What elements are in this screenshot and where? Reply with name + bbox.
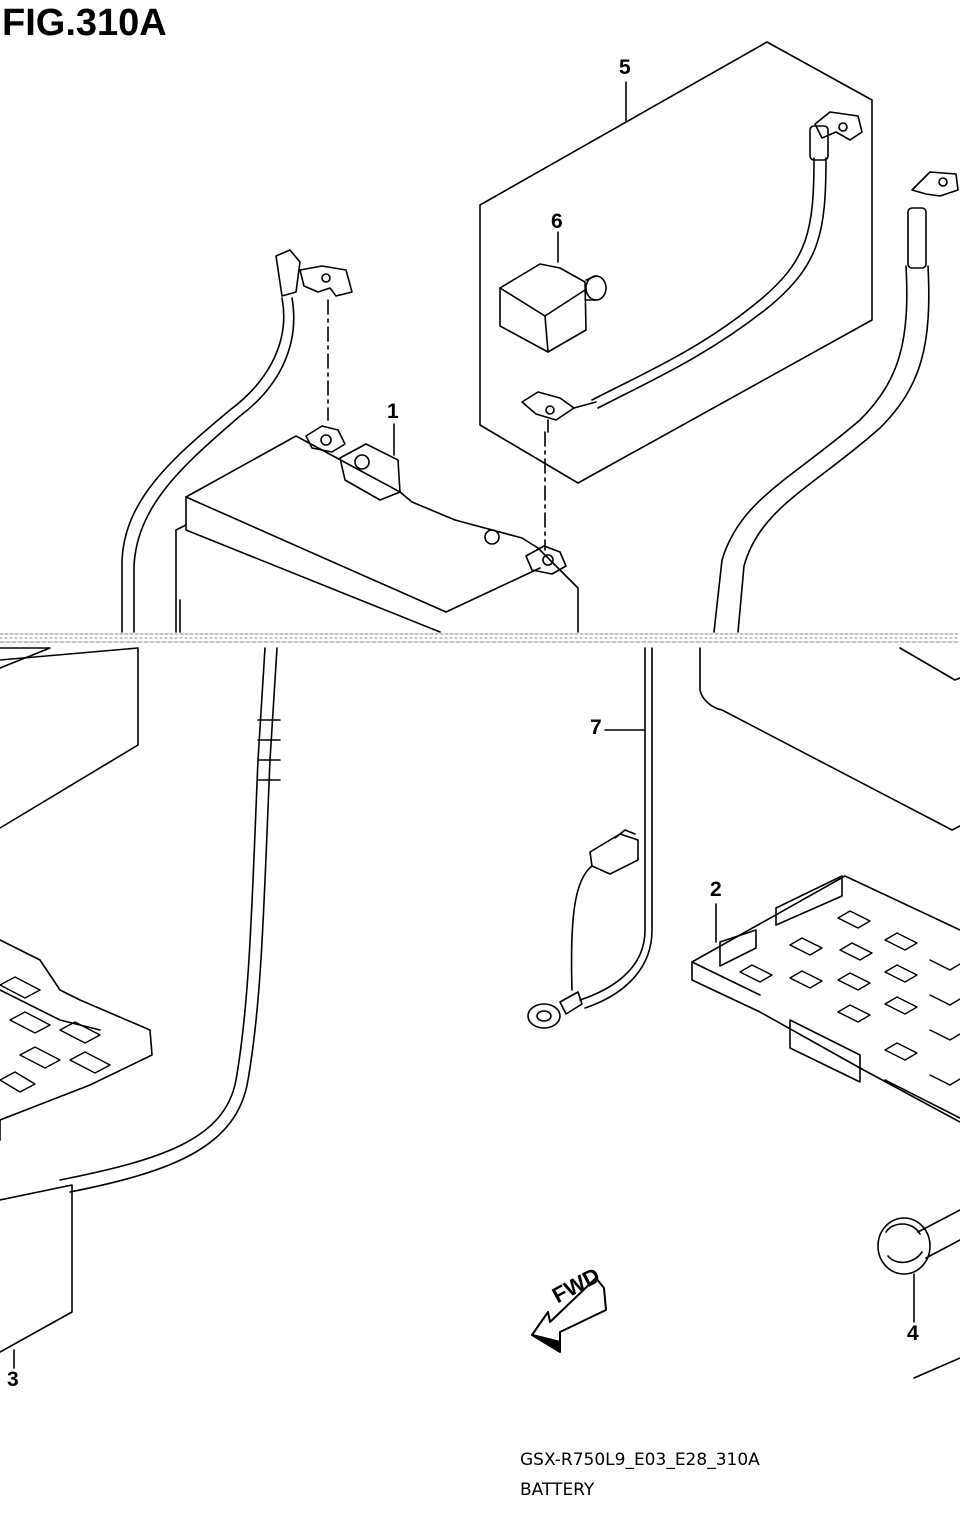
figure-title: FIG.310A: [2, 2, 167, 44]
bolt: [877, 1209, 960, 1379]
callout-1: 1: [387, 400, 399, 423]
footer-section-name: BATTERY: [520, 1480, 595, 1500]
callout-2: 2: [710, 878, 722, 901]
battery-cable-4: [713, 171, 959, 633]
battery: [175, 423, 579, 633]
footer-model-code: GSX-R750L9_E03_E28_310A: [520, 1450, 760, 1470]
battery-right-view: [699, 647, 960, 831]
battery-cable-5: [521, 111, 863, 433]
page-break-band: [0, 633, 960, 643]
battery-cable-3: [59, 249, 353, 1193]
sensor-lead-7: [527, 647, 653, 1029]
battery-tray-right: [691, 875, 960, 1123]
callout-3: 3: [7, 1368, 19, 1391]
terminal-cover: [499, 231, 607, 353]
callout-6: 6: [551, 210, 563, 233]
callout-7: 7: [590, 716, 602, 739]
battery-tray-left: [0, 647, 153, 1369]
fwd-arrow-icon: [531, 1277, 607, 1353]
cable-kit-frame: [479, 41, 873, 484]
callout-4: 4: [907, 1322, 919, 1345]
callout-5: 5: [619, 56, 631, 79]
